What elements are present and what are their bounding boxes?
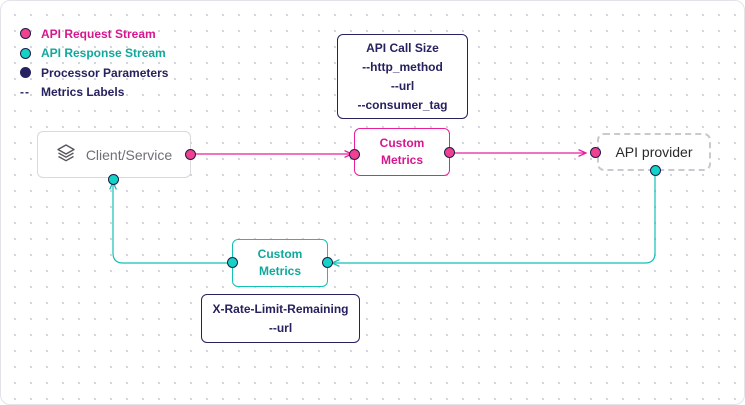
client-output-port[interactable] [185, 149, 196, 160]
metrics-response-output-port[interactable] [227, 257, 238, 268]
param-line: --consumer_tag [357, 97, 448, 112]
legend-item-response: API Response Stream [20, 44, 168, 64]
request-custom-metrics-node[interactable]: Custom Metrics [354, 128, 450, 176]
legend-label: Metrics Labels [41, 85, 125, 100]
response-edge-provider-to-metrics [332, 171, 656, 263]
metrics-label-line1: Custom [379, 136, 425, 150]
metrics-label-line2: Metrics [380, 153, 424, 167]
response-custom-metrics-node[interactable]: Custom Metrics [232, 239, 328, 287]
legend-label: Processor Parameters [41, 65, 169, 80]
legend-item-parameters: Processor Parameters [20, 63, 168, 83]
legend-label: API Request Stream [41, 26, 156, 41]
legend-label: API Response Stream [41, 46, 166, 61]
layers-icon [56, 143, 76, 166]
legend-item-request: API Request Stream [20, 24, 168, 44]
param-line: API Call Size [366, 40, 439, 55]
pink-dot-icon [20, 28, 31, 40]
response-parameters-box[interactable]: X-Rate-Limit-Remaining --url [201, 294, 360, 343]
navy-dot-icon [20, 67, 31, 79]
param-line: --http_method [362, 59, 443, 74]
metrics-input-port[interactable] [349, 149, 360, 160]
client-input-port[interactable] [108, 174, 119, 185]
teal-dot-icon [20, 47, 31, 59]
param-line: X-Rate-Limit-Remaining [212, 301, 349, 316]
param-line: --url [390, 78, 415, 93]
metrics-label-line1: Custom [257, 247, 303, 261]
metrics-output-port[interactable] [444, 147, 455, 158]
response-edge-metrics-to-client [113, 182, 232, 264]
request-parameters-box[interactable]: API Call Size --http_method --url --cons… [337, 34, 468, 119]
client-label: Client/Service [85, 146, 173, 163]
provider-input-port[interactable] [590, 147, 601, 158]
param-line: --url [268, 320, 293, 335]
provider-label: API provider [615, 144, 693, 160]
legend-item-labels: -- Metrics Labels [20, 83, 168, 103]
legend: API Request Stream API Response Stream P… [20, 24, 168, 102]
metrics-label-line2: Metrics [258, 264, 302, 278]
api-provider-node[interactable]: API provider [597, 133, 711, 171]
client-service-node[interactable]: Client/Service [37, 131, 191, 178]
metrics-response-input-port[interactable] [322, 257, 333, 268]
dash-marker: -- [20, 85, 30, 100]
provider-output-port[interactable] [650, 165, 661, 176]
